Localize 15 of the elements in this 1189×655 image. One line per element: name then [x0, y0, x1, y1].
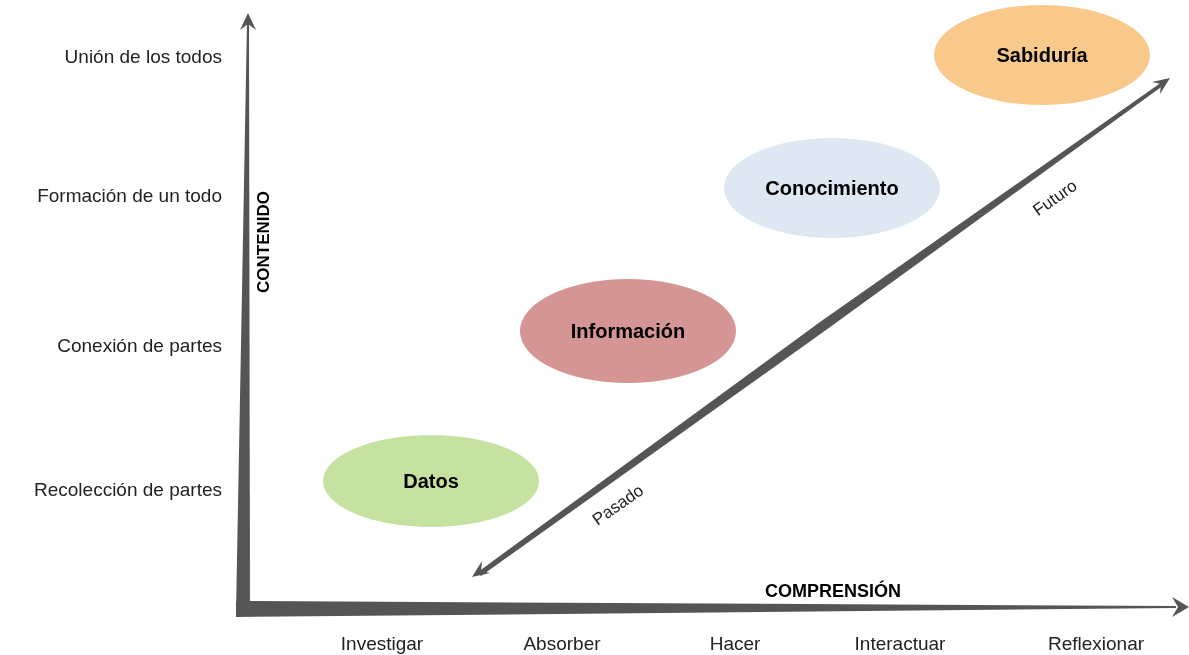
axis-tick-label: Reflexionar — [1047, 634, 1145, 653]
axis-tick-label: Formación de un todo — [37, 186, 222, 205]
axis-tick-label: Hacer — [709, 634, 761, 653]
axis-title: COMPRENSIÓN — [765, 582, 901, 600]
axis-tick-label: Recolección de partes — [34, 480, 222, 499]
node-label: Datos — [403, 469, 459, 494]
axis-tick-label: Investigar — [340, 634, 424, 653]
axis-tick-label: Absorber — [523, 634, 601, 653]
axis-tick-label: Interactuar — [854, 634, 946, 653]
node-label: Conocimiento — [765, 176, 899, 201]
axis-tick-label: Unión de los todos — [64, 47, 222, 66]
axis-tick-label: Conexión de partes — [57, 336, 222, 355]
axis-title: CONTENIDO — [254, 191, 272, 293]
node-label: Información — [570, 319, 686, 344]
node-label: Sabiduría — [996, 43, 1088, 68]
